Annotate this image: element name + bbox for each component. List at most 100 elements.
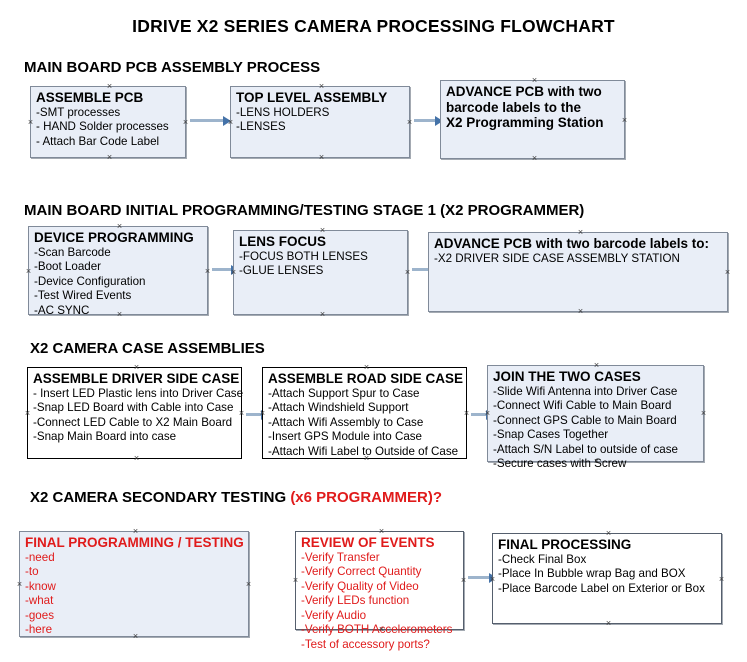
node-title: ASSEMBLE PCB xyxy=(36,90,144,105)
node-line: -Boot Loader xyxy=(34,260,102,274)
resize-handle-icon[interactable] xyxy=(593,362,600,369)
resize-handle-icon[interactable] xyxy=(245,581,252,588)
resize-handle-icon[interactable] xyxy=(25,268,32,275)
node-title: ADVANCE PCB with two xyxy=(446,84,602,99)
resize-handle-icon[interactable] xyxy=(116,223,123,230)
connector-review-of-events-to-final-processing xyxy=(468,572,497,583)
node-line: -Verify Transfer xyxy=(301,550,380,564)
node-line: -GLUE LENSES xyxy=(239,264,324,278)
resize-handle-icon[interactable] xyxy=(292,577,299,584)
node-line: -know xyxy=(25,579,56,593)
node-line: -Verify Audio xyxy=(301,608,367,622)
section-heading-text: X2 CAMERA CASE ASSEMBLIES xyxy=(30,340,265,357)
node-assemble-pcb[interactable]: ASSEMBLE PCB -SMT processes - HAND Solde… xyxy=(30,86,186,158)
resize-handle-icon[interactable] xyxy=(363,364,370,371)
node-line: -Attach Windshield Support xyxy=(268,401,409,415)
node-line: -Connect Wifi Cable to Main Board xyxy=(493,399,672,413)
section-heading-text: MAIN BOARD INITIAL PROGRAMMING/TESTING S… xyxy=(24,202,585,219)
node-line: - Attach Bar Code Label xyxy=(36,134,160,148)
resize-handle-icon[interactable] xyxy=(404,269,411,276)
node-line: -Test Wired Events xyxy=(34,289,132,303)
node-title: REVIEW OF EVENTS xyxy=(301,535,435,550)
node-lens-focus[interactable]: LENS FOCUS -FOCUS BOTH LENSES -GLUE LENS… xyxy=(233,230,408,315)
node-line: - HAND Solder processes xyxy=(36,120,169,134)
resize-handle-icon[interactable] xyxy=(718,576,725,583)
resize-handle-icon[interactable] xyxy=(204,268,211,275)
node-line: -Place In Bubble wrap Bag and BOX xyxy=(498,567,686,581)
node-line: - Insert LED Plastic lens into Driver Ca… xyxy=(33,386,244,400)
node-line: -Scan Barcode xyxy=(34,245,111,259)
resize-handle-icon[interactable] xyxy=(238,410,245,417)
node-title: FINAL PROCESSING xyxy=(498,537,632,552)
section-heading-accent-text: (x6 PROGRAMMER)? xyxy=(290,489,442,506)
node-line: -SMT processes xyxy=(36,105,121,119)
resize-handle-icon[interactable] xyxy=(106,83,113,90)
resize-handle-icon[interactable] xyxy=(132,528,139,535)
node-assemble-driver-side-case[interactable]: ASSEMBLE DRIVER SIDE CASE - Insert LED P… xyxy=(24,364,245,462)
resize-handle-icon[interactable] xyxy=(133,455,140,462)
node-line: -Secure cases with Screw xyxy=(493,457,627,471)
node-line: -AC SYNC xyxy=(34,303,90,317)
resize-handle-icon[interactable] xyxy=(460,577,467,584)
node-line: -Verify Correct Quantity xyxy=(301,565,422,579)
node-line: -Snap Main Board into case xyxy=(33,430,177,444)
node-title: TOP LEVEL ASSEMBLY xyxy=(236,90,388,105)
node-top-level-assembly[interactable]: TOP LEVEL ASSEMBLY -LENS HOLDERS -LENSES xyxy=(230,86,410,158)
section-heading-initial-programming: MAIN BOARD INITIAL PROGRAMMING/TESTING S… xyxy=(24,202,584,219)
node-line: -Attach Support Spur to Case xyxy=(268,386,420,400)
resize-handle-icon[interactable] xyxy=(24,410,31,417)
node-review-of-events[interactable]: REVIEW OF EVENTS -Verify Transfer -Verif… xyxy=(292,528,467,651)
section-heading-text: X2 CAMERA SECONDARY TESTING xyxy=(30,489,291,506)
resize-handle-icon[interactable] xyxy=(319,311,326,318)
node-line: -Device Configuration xyxy=(34,274,146,288)
resize-handle-icon[interactable] xyxy=(605,620,612,627)
node-title: ASSEMBLE ROAD SIDE CASE xyxy=(268,371,464,386)
node-advance-pcb-driver-side[interactable]: ADVANCE PCB with two barcode labels to: … xyxy=(428,232,728,312)
node-line: -X2 DRIVER SIDE CASE ASSEMBLY STATION xyxy=(434,251,680,265)
resize-handle-icon[interactable] xyxy=(605,530,612,537)
connector-assemble-pcb-to-top-level xyxy=(190,115,231,126)
resize-handle-icon[interactable] xyxy=(378,528,385,535)
resize-handle-icon[interactable] xyxy=(531,155,538,162)
resize-handle-icon[interactable] xyxy=(700,410,707,417)
node-final-processing[interactable]: FINAL PROCESSING -Check Final Box -Place… xyxy=(492,533,722,624)
node-line: -Insert GPS Module into Case xyxy=(268,430,423,444)
section-heading-secondary-testing: X2 CAMERA SECONDARY TESTING (x6 PROGRAMM… xyxy=(30,489,442,506)
node-advance-pcb-station[interactable]: ADVANCE PCB with two barcode labels to t… xyxy=(440,80,625,159)
node-line: -here xyxy=(25,623,53,637)
node-assemble-road-side-case[interactable]: ASSEMBLE ROAD SIDE CASE -Attach Support … xyxy=(262,367,467,459)
node-line: -Slide Wifi Antenna into Driver Case xyxy=(493,384,678,398)
node-line: -Attach Wifi Assembly to Case xyxy=(268,415,424,429)
resize-handle-icon[interactable] xyxy=(318,83,325,90)
node-line: -LENSES xyxy=(236,120,286,134)
node-device-programming[interactable]: DEVICE PROGRAMMING -Scan Barcode -Boot L… xyxy=(25,223,211,317)
resize-handle-icon[interactable] xyxy=(531,77,538,84)
node-final-programming-testing[interactable]: FINAL PROGRAMMING / TESTING -need -to -k… xyxy=(19,531,249,637)
node-title-line: barcode labels to the xyxy=(446,99,582,115)
resize-handle-icon[interactable] xyxy=(133,364,140,371)
node-join-the-two-cases[interactable]: JOIN THE TWO CASES -Slide Wifi Antenna i… xyxy=(487,362,707,470)
resize-handle-icon[interactable] xyxy=(182,119,189,126)
resize-handle-icon[interactable] xyxy=(577,308,584,315)
resize-handle-icon[interactable] xyxy=(106,154,113,161)
resize-handle-icon[interactable] xyxy=(724,269,731,276)
resize-handle-icon[interactable] xyxy=(406,119,413,126)
resize-handle-icon[interactable] xyxy=(621,117,628,124)
resize-handle-icon[interactable] xyxy=(319,227,326,234)
resize-handle-icon[interactable] xyxy=(463,410,470,417)
resize-handle-icon[interactable] xyxy=(27,119,34,126)
node-line: -Verify Quality of Video xyxy=(301,579,419,593)
node-line: -Snap Cases Together xyxy=(493,428,609,442)
node-title: LENS FOCUS xyxy=(239,234,327,249)
node-line: -Attach Wifi Label to Outside of Case xyxy=(268,444,459,458)
resize-handle-icon[interactable] xyxy=(577,229,584,236)
resize-handle-icon[interactable] xyxy=(318,154,325,161)
resize-handle-icon[interactable] xyxy=(16,581,23,588)
section-heading-case-assemblies: X2 CAMERA CASE ASSEMBLIES xyxy=(30,340,265,357)
node-line: -FOCUS BOTH LENSES xyxy=(239,249,368,263)
connector-top-level-to-advance-pcb xyxy=(414,115,443,126)
node-line: -what xyxy=(25,594,54,608)
node-title-line: X2 Programming Station xyxy=(446,115,604,130)
node-title: ASSEMBLE DRIVER SIDE CASE xyxy=(33,371,240,386)
